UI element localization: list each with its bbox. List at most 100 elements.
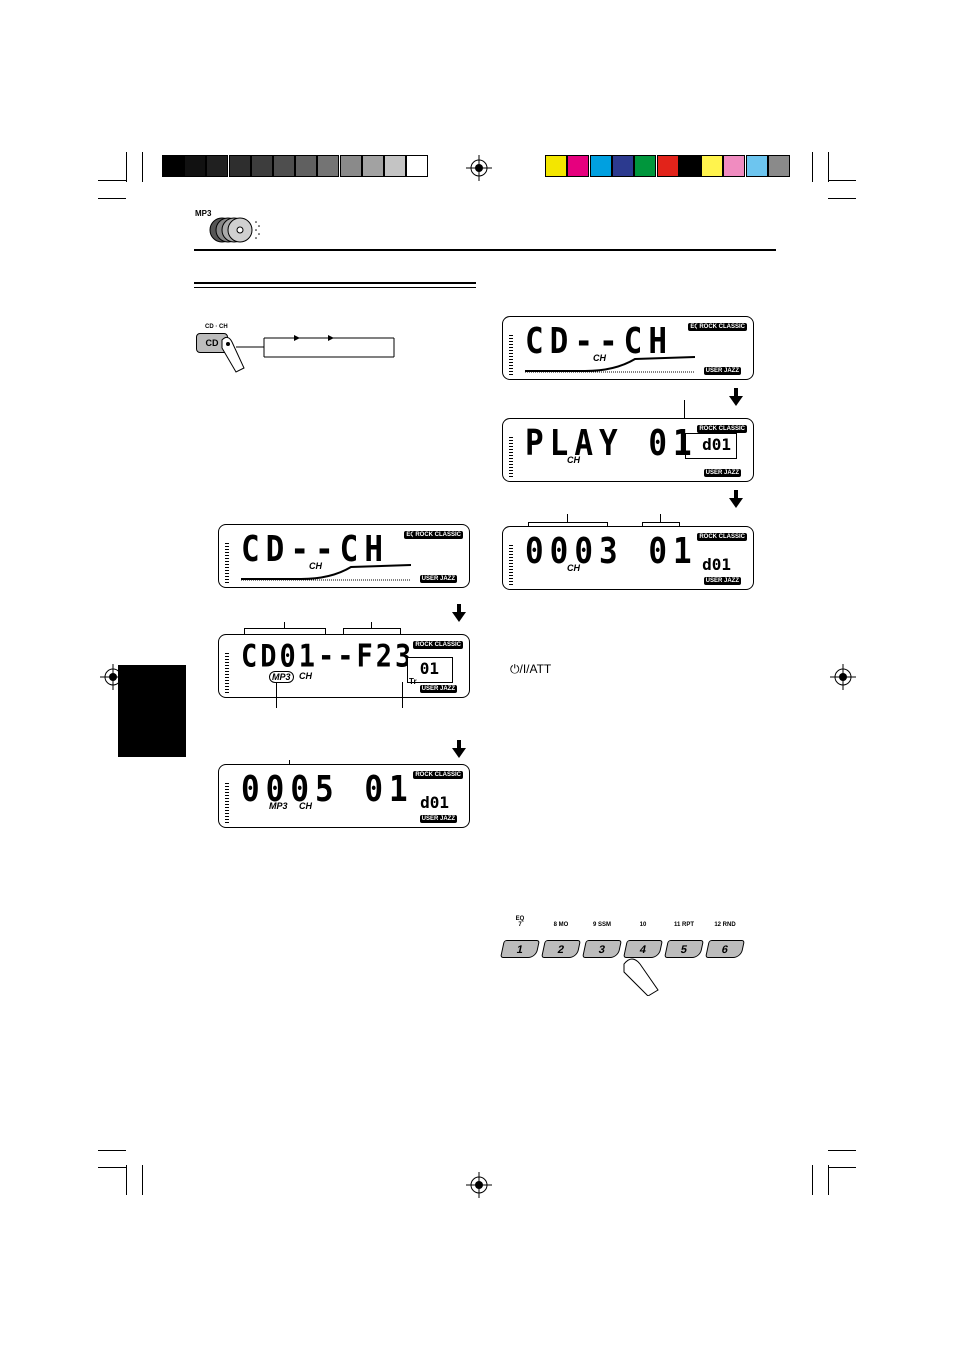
disc-box [685,433,737,459]
crop-mark [828,1165,829,1195]
lcd-display-cd-ch: CD--CH CH EQ ROCK CLASSIC USER JAZZ [502,316,754,380]
down-arrow-icon [452,740,466,758]
lcd-level-ticks [225,783,229,823]
bracket [343,628,401,637]
gray-swatch [339,155,362,177]
down-arrow-icon [729,490,743,508]
track-number: 01 [419,659,439,678]
crop-mark [142,1165,143,1195]
color-swatch [589,155,612,177]
gray-swatch [206,155,229,177]
lcd-main-text: PLAY 01 [525,423,698,465]
disc-number: d01 [702,555,731,574]
gray-swatch [384,155,406,177]
preset-function-label: 11 RPT [673,922,694,928]
gray-swatch [273,155,295,177]
preset-button-2[interactable]: 2 [541,940,581,958]
crop-mark [98,198,126,199]
mode-cycle-diagram [236,335,395,358]
gray-swatch [250,155,273,177]
crop-mark [828,152,829,182]
color-swatch [701,155,724,177]
preset-button-3[interactable]: 3 [582,940,622,958]
finger-press-icon [221,336,245,373]
crop-mark [828,1167,856,1168]
section-rule [194,287,476,288]
disc-number: d01 [420,793,449,812]
gray-swatch [228,155,251,177]
eq-top-label: ROCK CLASSIC [413,771,463,779]
preset-button-5[interactable]: 5 [664,940,704,958]
leader-line [660,514,661,522]
gray-swatch [317,155,340,177]
mp3-disc-icon [209,217,260,243]
color-swatch [768,155,790,177]
lcd-level-ticks [509,437,513,477]
crop-mark [828,198,856,199]
lcd-ch-indicator: CH [299,801,312,811]
lcd-ch-indicator: CH [309,561,322,571]
track-box [407,657,453,683]
bracket [244,628,326,637]
lcd-main-text: CD--CH [525,321,673,363]
eq-badge: EQ [688,323,701,331]
registration-target-icon [466,1172,492,1198]
eq-bottom-label: USER JAZZ [419,575,457,583]
preset-button-6[interactable]: 6 [705,940,745,958]
lcd-main-text: 0005 01 [241,769,414,811]
eq-bottom-label: USER JAZZ [419,815,457,823]
crop-mark [98,1167,126,1168]
crop-mark [142,152,143,182]
preset-function-label: EQ 7 [515,916,525,928]
lcd-ch-indicator: CH [567,455,580,465]
lcd-display-track-time: 0003 01 CH d01 ROCK CLASSIC USER JAZZ [502,526,754,590]
preset-function-label: 10 [639,922,647,928]
lcd-display-play: PLAY 01 CH d01 ROCK CLASSIC USER JAZZ [502,418,754,482]
leader-line [284,622,285,628]
lcd-main-text: CD01--F23 [241,639,415,675]
header-rule [194,249,776,251]
preset-function-label: 12 RND [714,922,736,928]
tr-label: Tr [409,677,417,686]
eq-badge: EQ [404,531,417,539]
lcd-ch-indicator: CH [567,563,580,573]
cd-button[interactable]: CD [196,333,228,353]
eq-top-label: ROCK CLASSIC [697,533,747,541]
down-arrow-icon [729,388,743,406]
crop-mark [812,1165,813,1195]
finger-press-icon [623,958,659,996]
color-swatch [678,155,701,177]
eq-bottom-label: USER JAZZ [703,367,741,375]
crop-mark [812,152,813,182]
gray-swatch [361,155,384,177]
eq-bottom-label: USER JAZZ [703,469,741,477]
lcd-level-ticks [225,543,229,583]
lcd-display-disc-folder: CD01--F23 MP3 CH 01 Tr ROCK CLASSIC USER… [218,634,470,698]
eq-top-label: ROCK CLASSIC [697,425,747,433]
eq-bottom-label: USER JAZZ [419,685,457,693]
cd-button-label: CD [205,338,219,348]
gray-swatch [184,155,207,177]
language-side-tab [118,665,186,757]
lcd-wave-graphic [241,564,411,581]
crop-mark [98,180,126,181]
color-swatch [634,155,657,177]
lcd-display-cd-ch: CD--CH CH EQ ROCK CLASSIC USER JAZZ [218,524,470,588]
crop-mark [828,1150,856,1151]
gray-swatch [295,155,318,177]
lcd-level-ticks [509,545,513,585]
lcd-level-ticks [509,335,513,375]
color-swatch [656,155,679,177]
eq-top-label: ROCK CLASSIC [697,323,747,331]
color-swatch [545,155,567,177]
down-arrow-icon [452,604,466,622]
lcd-ch-indicator: CH [299,671,312,681]
preset-button-1[interactable]: 1 [500,940,540,958]
power-att-label: ⏻/I/ATT [510,662,552,676]
crop-mark [828,180,856,181]
crop-mark [126,152,127,182]
lcd-mp3-indicator: MP3 [269,801,288,811]
eq-top-label: ROCK CLASSIC [413,531,463,539]
lcd-display-track-time: 0005 01 MP3 CH d01 ROCK CLASSIC USER JAZ… [218,764,470,828]
lcd-level-ticks [225,653,229,693]
